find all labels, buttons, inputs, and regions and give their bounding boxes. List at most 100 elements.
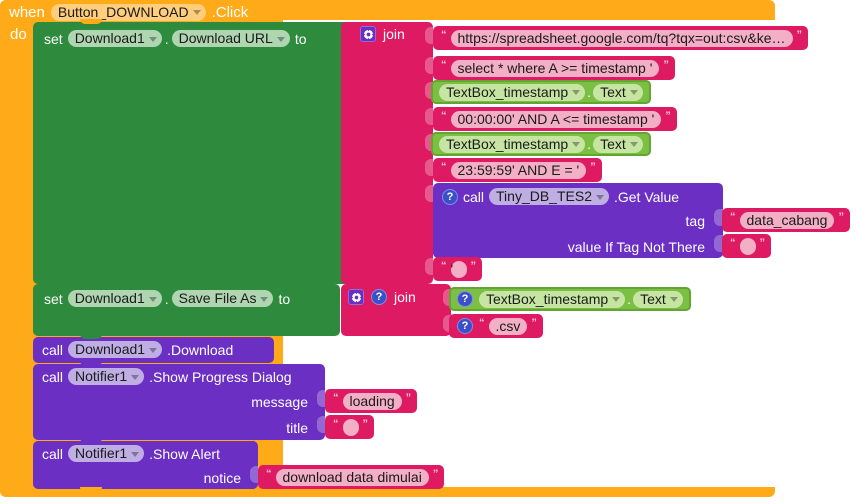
getter-property-dropdown[interactable]: Text (593, 83, 643, 101)
call-label: call (42, 341, 64, 358)
text-value-start-time[interactable]: 00:00:00' AND A <= timestamp ' (450, 110, 662, 128)
gear-icon[interactable] (360, 26, 376, 42)
text-block-url[interactable]: “ https://spreadsheet.google.com/tq?tqx=… (433, 26, 809, 50)
text-block-data-cabang[interactable]: “ data_cabang ” (722, 208, 850, 232)
text-value-select-where[interactable]: select * where A >= timestamp ' (450, 59, 660, 77)
chevron-down-icon (131, 374, 140, 380)
getter-property-dropdown[interactable]: Text (633, 290, 683, 308)
chevron-down-icon (612, 297, 621, 302)
getter-property-dropdown[interactable]: Text (593, 135, 643, 153)
close-quote-icon: ” (665, 109, 671, 122)
setter-row-download-url[interactable]: set Download1 . Download URL to (44, 30, 307, 47)
text-block-csv-extension[interactable]: ? “ .csv ” (449, 314, 543, 338)
open-quote-icon: “ (441, 28, 447, 41)
text-value-trailing-quote[interactable]: ' (450, 260, 467, 278)
close-quote-icon: ” (838, 210, 844, 223)
chevron-down-icon (192, 10, 201, 15)
join-socket (443, 289, 452, 306)
call-component-dropdown[interactable]: Notifier1 (68, 445, 145, 462)
open-quote-icon: “ (333, 417, 339, 430)
close-quote-icon: ” (470, 259, 477, 272)
text-block-loading-message[interactable]: “ loading ” (325, 389, 418, 413)
join-socket (425, 185, 434, 202)
call-label: call (42, 445, 64, 462)
call-row-notifier1-show-progress-dialog[interactable]: call Notifier1 .Show Progress Dialog (42, 368, 292, 385)
event-header-notch (80, 19, 102, 24)
text-block-start-time[interactable]: “ 00:00:00' AND A <= timestamp ' ” (433, 107, 677, 131)
text-value-url[interactable]: https://spreadsheet.google.com/tq?tqx=ou… (450, 29, 793, 47)
setter-property-label: Download URL (178, 30, 273, 46)
text-value-loading-message[interactable]: loading (342, 392, 402, 410)
call-label: call (42, 368, 64, 385)
event-component-dropdown[interactable]: Button_DOWNLOAD (50, 3, 206, 21)
getter-component-dropdown[interactable]: TextBox_timestamp (439, 83, 586, 101)
gear-icon[interactable] (348, 289, 364, 305)
join-socket (425, 57, 434, 74)
tinydb-component-dropdown[interactable]: Tiny_DB_TES2 (489, 188, 609, 205)
chevron-down-icon (595, 194, 604, 200)
getter-block-filename-textbox-timestamp-text[interactable]: ? TextBox_timestamp . Text (449, 287, 691, 311)
join-socket (425, 134, 434, 151)
event-header[interactable]: when Button_DOWNLOAD .Click (0, 0, 283, 24)
open-quote-icon: “ (333, 391, 339, 404)
setter-row-save-file-as[interactable]: set Download1 . Save File As to (44, 290, 290, 307)
call-row-notifier1-show-alert[interactable]: call Notifier1 .Show Alert (42, 445, 220, 462)
text-value-tinydb-default[interactable] (739, 237, 756, 255)
getter-component-label: TextBox_timestamp (446, 83, 569, 100)
call-component-dropdown[interactable]: Notifier1 (68, 368, 145, 385)
text-value-csv-extension[interactable]: .csv (488, 317, 528, 335)
warning-icon[interactable]: ? (457, 291, 473, 307)
join-block-url[interactable] (341, 22, 433, 284)
stack-notch (80, 282, 102, 287)
getter-block-textbox-timestamp-text[interactable]: TextBox_timestamp . Text (431, 80, 651, 104)
getter-block-textbox-timestamp-text[interactable]: TextBox_timestamp . Text (431, 132, 651, 156)
warning-icon[interactable]: ? (442, 188, 458, 205)
join-socket (425, 82, 434, 99)
getter-component-dropdown[interactable]: TextBox_timestamp (439, 135, 586, 153)
setter-property-dropdown[interactable]: Download URL (171, 30, 290, 47)
join-url-header[interactable]: join (360, 26, 405, 42)
text-block-trailing-quote[interactable]: “ ' ” (433, 257, 482, 281)
open-quote-icon: “ (441, 58, 447, 71)
setter-property-dropdown[interactable]: Save File As (171, 290, 274, 307)
stack-notch (80, 361, 102, 366)
text-block-download-started-notice[interactable]: “ download data dimulai ” (258, 465, 445, 489)
arg-label-notice: notice (203, 470, 241, 486)
text-block-select-where[interactable]: “ select * where A >= timestamp ' ” (433, 56, 675, 80)
getter-component-dropdown[interactable]: TextBox_timestamp (479, 290, 626, 308)
tinydb-call-row[interactable]: ? call Tiny_DB_TES2 .Get Value (442, 188, 679, 205)
chevron-down-icon (148, 296, 157, 302)
tinydb-arg-socket-tag (714, 209, 723, 226)
call-component-dropdown[interactable]: Download1 (68, 341, 163, 358)
chevron-down-icon (629, 142, 638, 147)
warning-icon[interactable]: ? (457, 318, 473, 334)
text-block-progress-title-empty[interactable]: “ ” (325, 415, 374, 439)
arg-socket-message (317, 390, 326, 407)
text-block-tinydb-default-empty[interactable]: “ ” (722, 234, 771, 258)
text-value-download-started-notice[interactable]: download data dimulai (275, 468, 429, 486)
join-filename-header[interactable]: ? join (348, 289, 416, 305)
join-filename-label: join (394, 289, 416, 305)
arg-socket-title (317, 416, 326, 433)
open-quote-icon: “ (441, 109, 447, 122)
join-socket (443, 315, 452, 332)
text-block-end-time[interactable]: “ 23:59:59' AND E = ' ” (433, 158, 602, 182)
getter-component-label: TextBox_timestamp (446, 135, 569, 152)
event-component-label: Button_DOWNLOAD (57, 3, 189, 20)
call-method-label: .Download (167, 341, 234, 358)
close-quote-icon: ” (590, 160, 596, 173)
text-value-end-time[interactable]: 23:59:59' AND E = ' (450, 161, 587, 179)
call-row-download1-download[interactable]: call Download1 .Download (42, 341, 233, 358)
setter-component-dropdown[interactable]: Download1 (67, 290, 162, 307)
close-quote-icon: ” (759, 236, 766, 249)
setter-block-download-url[interactable] (33, 22, 373, 284)
text-value-data-cabang[interactable]: data_cabang (739, 211, 835, 229)
close-quote-icon: ” (405, 391, 412, 404)
text-value-progress-title[interactable] (342, 418, 359, 436)
chevron-down-icon (669, 297, 678, 302)
warning-icon[interactable]: ? (371, 289, 387, 305)
setter-component-dropdown[interactable]: Download1 (67, 30, 162, 47)
close-quote-icon: ” (362, 417, 369, 430)
close-quote-icon: ” (663, 58, 669, 71)
